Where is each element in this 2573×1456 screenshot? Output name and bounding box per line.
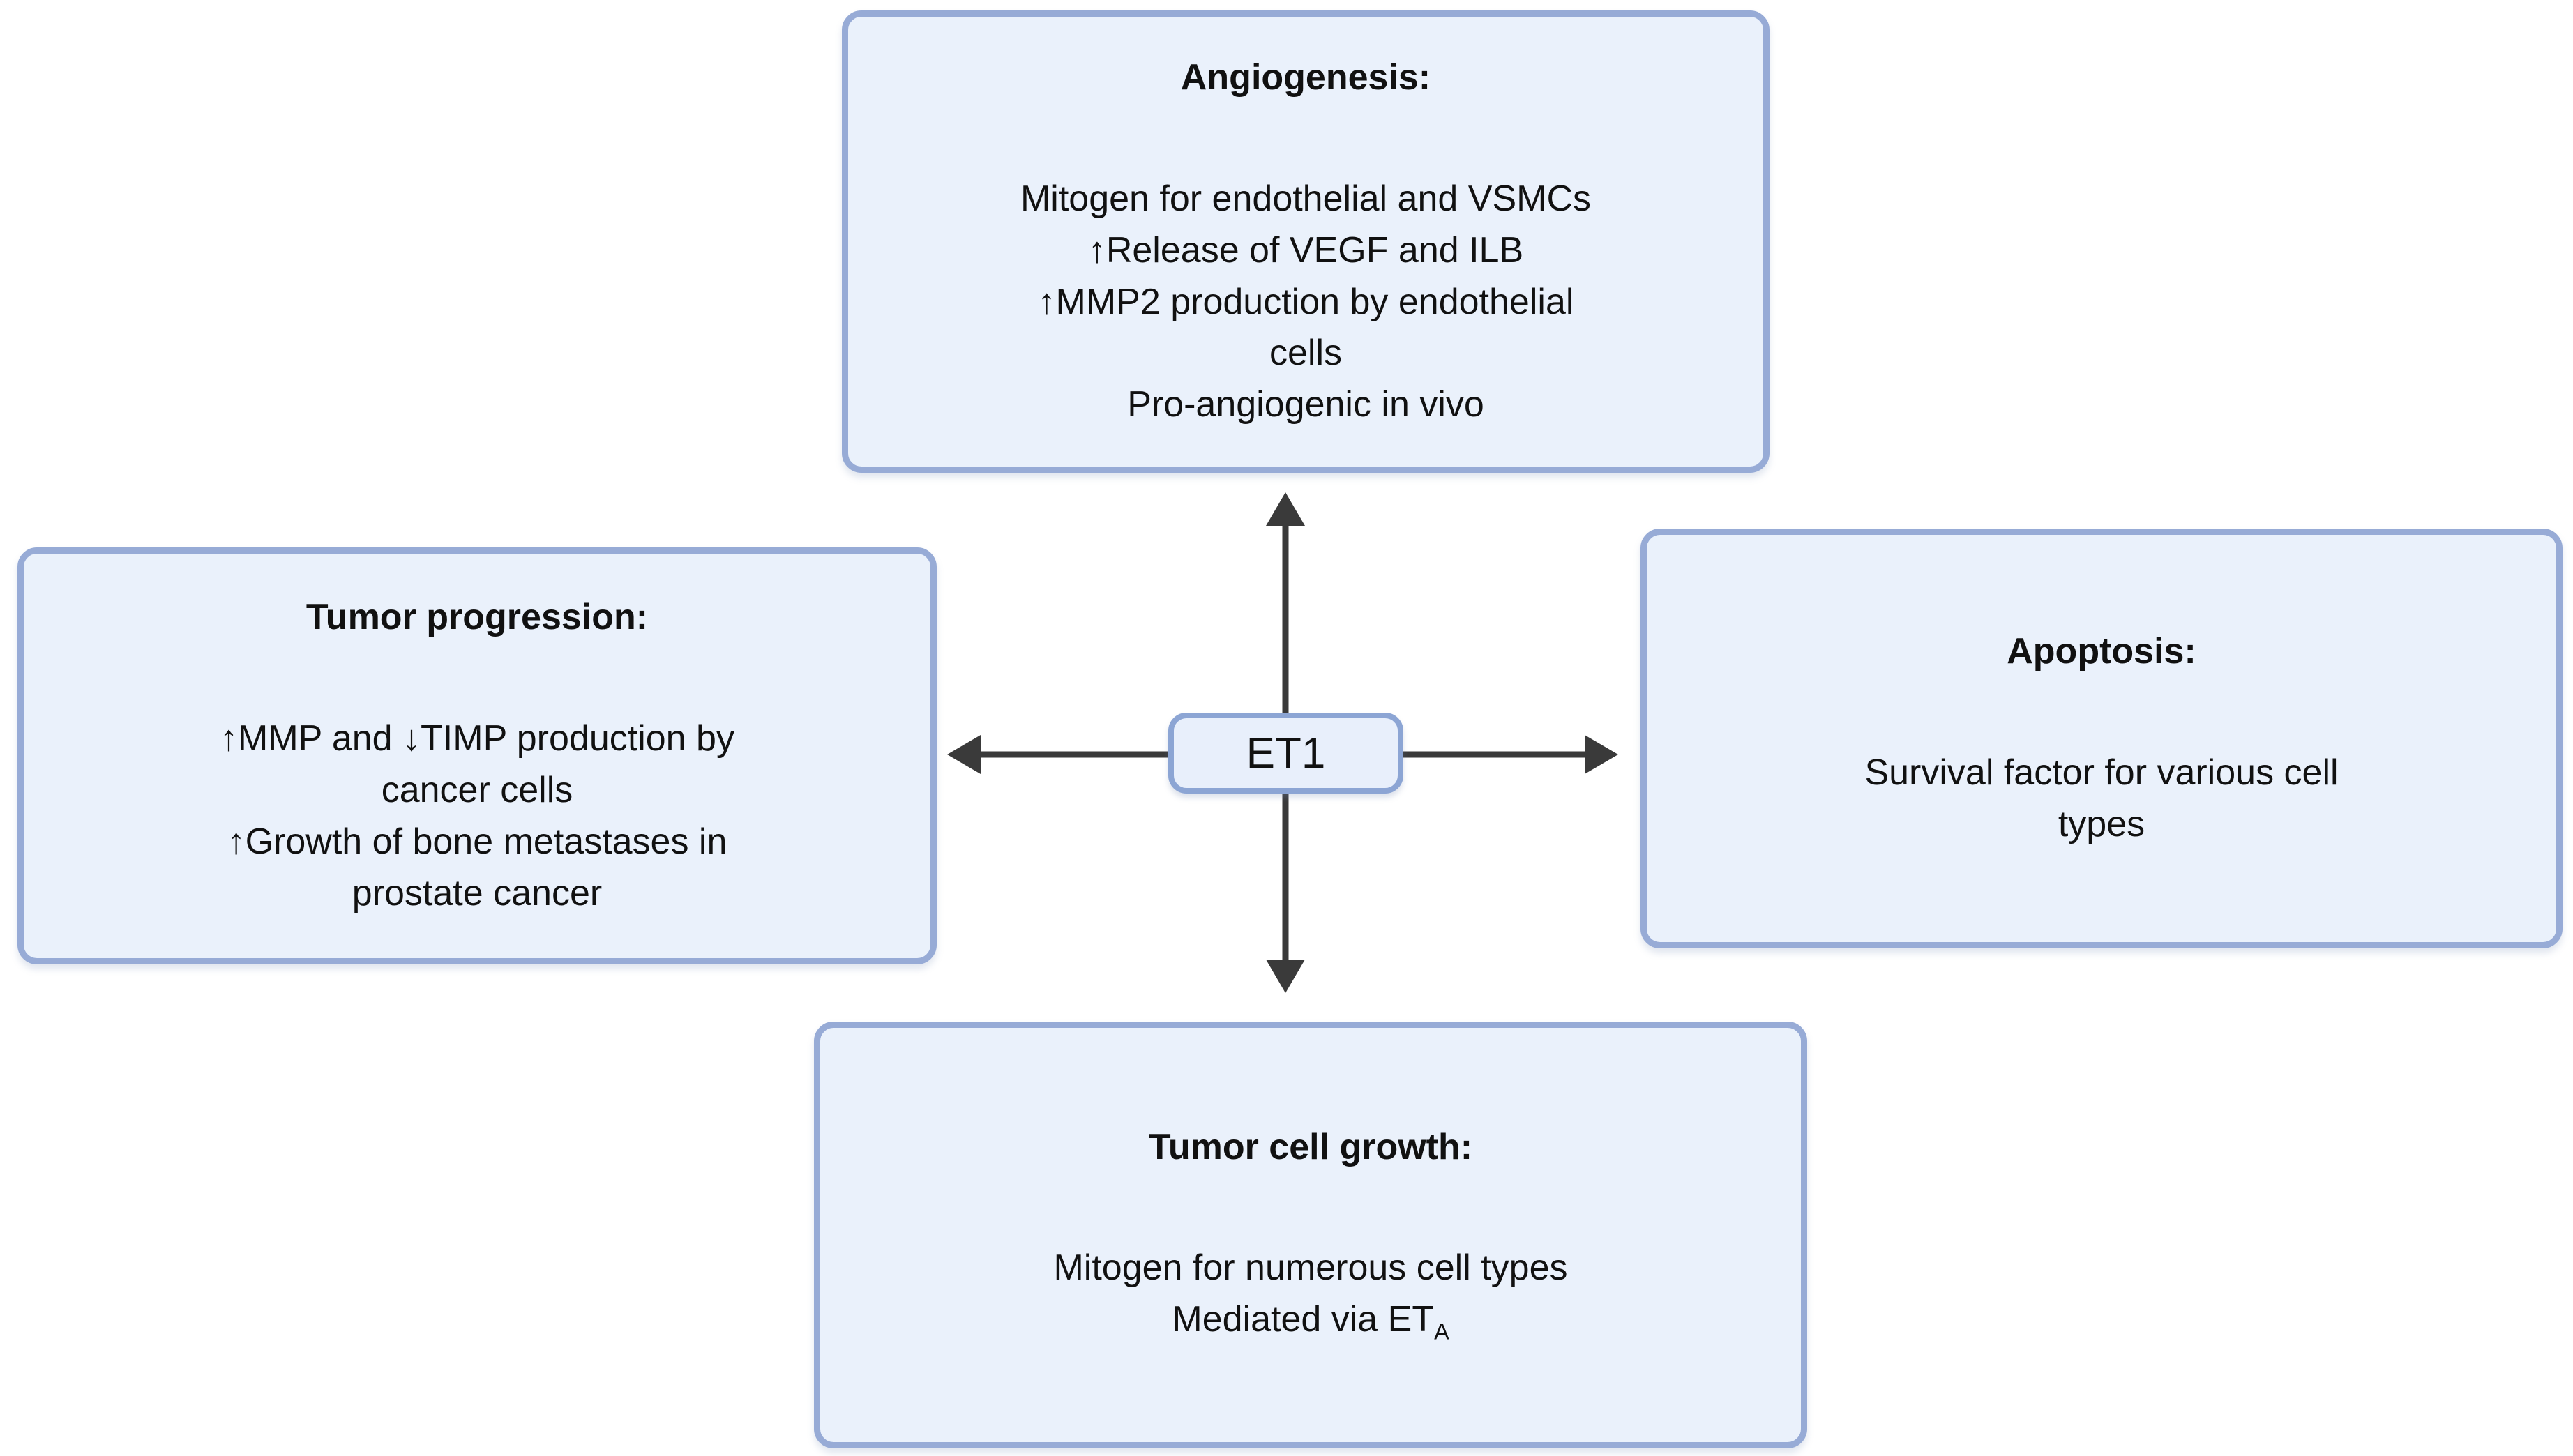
left-arrowhead-icon [947, 735, 981, 774]
right-arrowhead-icon [1585, 735, 1618, 774]
apoptosis-line-1: Survival factor for various cell [1864, 752, 2339, 794]
angiogenesis-box: Angiogenesis: Mitogen for endothelial an… [842, 10, 1770, 473]
tumor-cell-growth-title: Tumor cell growth: [1148, 1126, 1473, 1167]
tumor-cell-growth-box: Tumor cell growth: Mitogen for numerous … [814, 1022, 1807, 1448]
eta-subscript: A [1434, 1319, 1449, 1344]
tumor-progression-line-4: prostate cancer [352, 872, 603, 913]
angiogenesis-line-1: Mitogen for endothelial and VSMCs [1020, 178, 1591, 219]
apoptosis-title: Apoptosis: [2007, 631, 2196, 672]
mediated-via-text: Mediated via ET [1172, 1299, 1435, 1340]
apoptosis-line-2: types [2058, 803, 2145, 844]
angiogenesis-line-4: cells [1269, 333, 1343, 374]
tumor-progression-line-3: ↑Growth of bone metastases in [227, 821, 727, 862]
et1-label: ET1 [1246, 729, 1326, 778]
angiogenesis-line-5: Pro-angiogenic in vivo [1127, 384, 1484, 425]
angiogenesis-title: Angiogenesis: [1180, 57, 1431, 98]
tumor-progression-title: Tumor progression: [305, 597, 649, 638]
angiogenesis-line-2: ↑Release of VEGF and ILB [1087, 229, 1524, 271]
tumor-cell-growth-line-1: Mitogen for numerous cell types [1053, 1248, 1568, 1289]
up-arrowhead-icon [1266, 492, 1305, 526]
tumor-progression-box: Tumor progression: ↑MMP and ↓TIMP produc… [17, 547, 937, 964]
angiogenesis-line-3: ↑MMP2 production by endothelial [1037, 281, 1574, 322]
apoptosis-box: Apoptosis: Survival factor for various c… [1640, 529, 2563, 948]
down-arrowhead-icon [1266, 960, 1305, 993]
tumor-cell-growth-line-2: Mediated via ETA [1172, 1294, 1449, 1348]
tumor-progression-line-1: ↑MMP and ↓TIMP production by [220, 718, 734, 759]
et1-node: ET1 [1168, 713, 1403, 794]
tumor-progression-line-2: cancer cells [381, 770, 573, 811]
